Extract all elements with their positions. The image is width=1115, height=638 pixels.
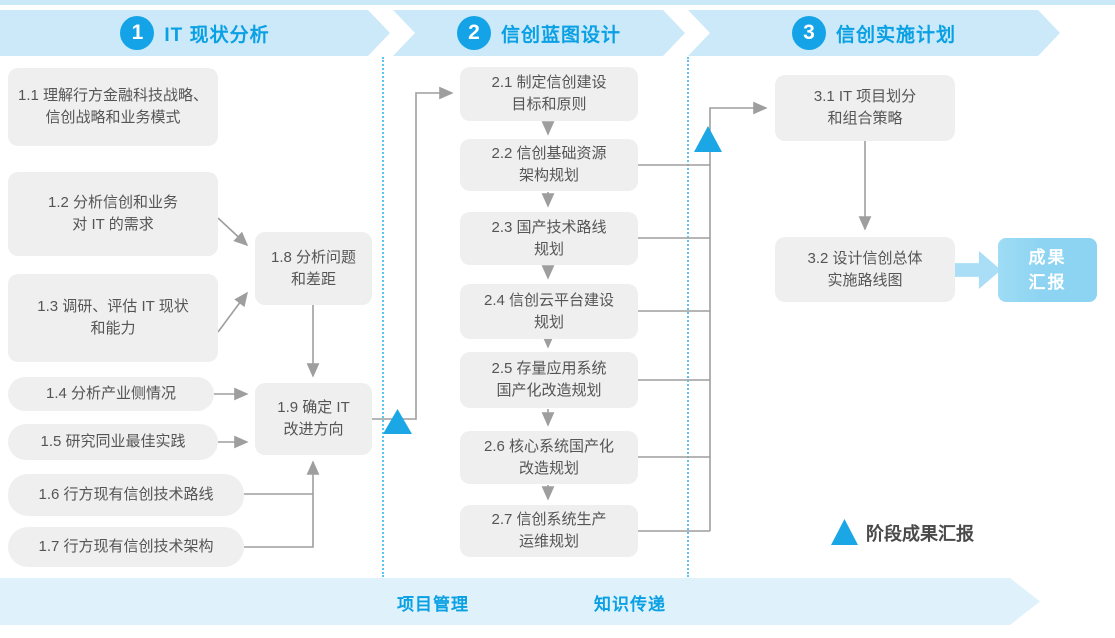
task-box-1-3: 1.3 调研、评估 IT 现状 和能力 (8, 274, 218, 362)
result-report-box: 成果 汇报 (998, 238, 1097, 302)
bottom-banner-item-knowledge-transfer: 知识传递 (594, 595, 666, 614)
task-box-1-5: 1.5 研究同业最佳实践 (8, 424, 218, 460)
top-border-strip (0, 0, 1115, 5)
task-box-1-9: 1.9 确定 IT 改进方向 (255, 383, 372, 455)
phase-title-1: IT 现状分析 (164, 24, 270, 46)
phase-title-3: 信创实施计划 (835, 24, 956, 46)
task-box-2-2: 2.2 信创基础资源 架构规划 (460, 139, 638, 191)
task-box-1-4: 1.4 分析产业侧情况 (8, 377, 214, 411)
task-box-3-2: 3.2 设计信创总体 实施路线图 (775, 237, 955, 302)
task-box-1-8: 1.8 分析问题 和差距 (255, 232, 372, 305)
task-box-1-1: 1.1 理解行方金融科技战略、 信创战略和业务模式 (8, 68, 218, 146)
milestone-triangle-icon (831, 519, 858, 545)
task-box-2-6: 2.6 核心系统国产化 改造规划 (460, 431, 638, 484)
phase-title-2: 信创蓝图设计 (500, 24, 621, 46)
task-box-1-7: 1.7 行方现有信创技术架构 (8, 527, 244, 567)
task-box-1-6: 1.6 行方现有信创技术路线 (8, 474, 244, 516)
milestone-triangle-icon (694, 126, 722, 152)
phase-divider-line-1 (382, 57, 384, 577)
task-box-2-7: 2.7 信创系统生产 运维规划 (460, 505, 638, 557)
connector-group (214, 86, 872, 548)
phase-number-badge-1: 1 (120, 16, 154, 50)
phase-number-badge-2: 2 (457, 16, 491, 50)
phase-banner-1: 1 IT 现状分析 (0, 10, 390, 56)
milestone-triangle-icon (383, 409, 412, 434)
bottom-banner: 项目管理 知识传递 (0, 578, 1040, 625)
task-box-2-4: 2.4 信创云平台建设 规划 (460, 284, 638, 339)
task-box-2-5: 2.5 存量应用系统 国产化改造规划 (460, 352, 638, 408)
bottom-banner-item-project-management: 项目管理 (397, 595, 469, 614)
task-box-2-3: 2.3 国产技术路线 规划 (460, 212, 638, 265)
task-box-2-1: 2.1 制定信创建设 目标和原则 (460, 67, 638, 121)
phase-banner-3: 3 信创实施计划 (688, 10, 1060, 56)
phase-banner-2: 2 信创蓝图设计 (393, 10, 685, 56)
phase-number-badge-3: 3 (792, 16, 826, 50)
phase-divider-line-2 (687, 57, 689, 577)
task-box-1-2: 1.2 分析信创和业务 对 IT 的需求 (8, 172, 218, 256)
task-box-3-1: 3.1 IT 项目划分 和组合策略 (775, 75, 955, 141)
legend-label: 阶段成果汇报 (866, 524, 974, 544)
